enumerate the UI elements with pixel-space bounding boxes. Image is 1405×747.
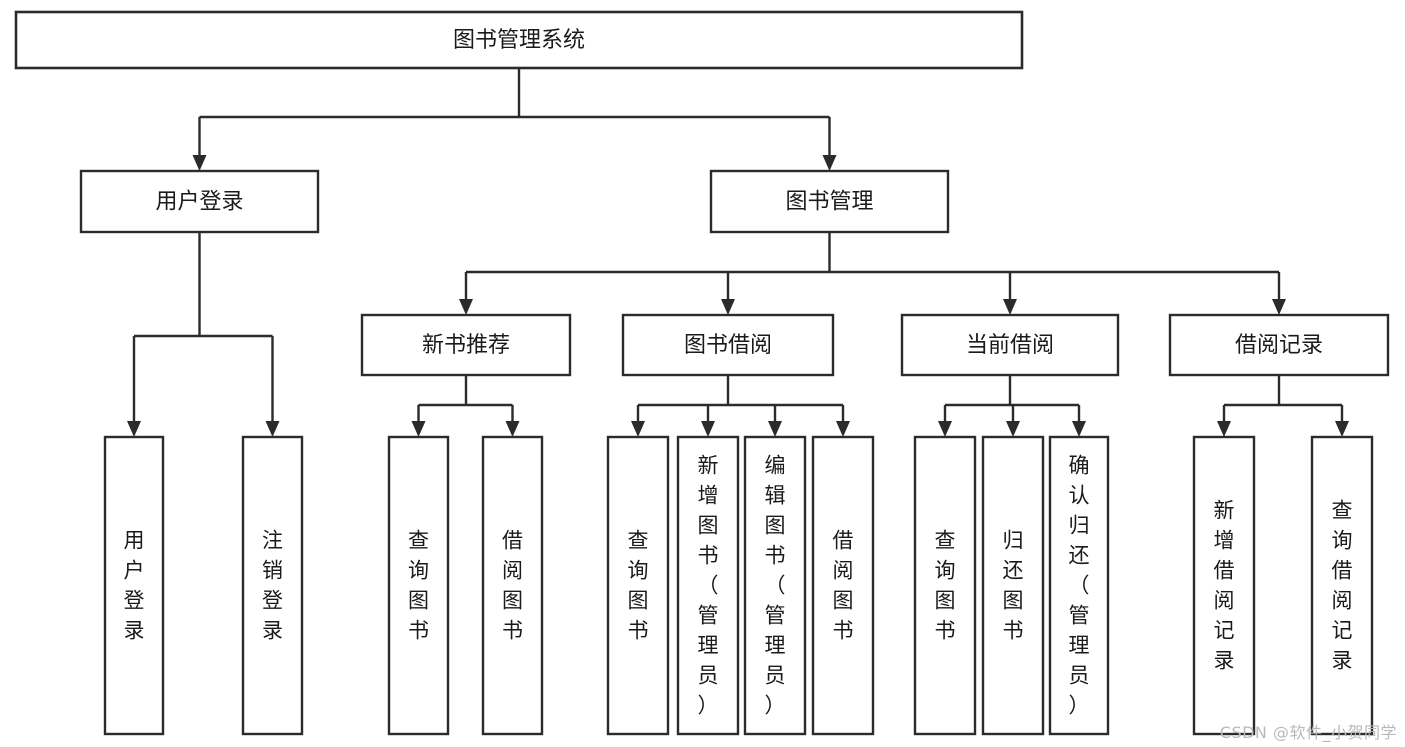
node-box — [676, 435, 740, 736]
node-box — [481, 435, 544, 736]
node-label: 借阅记录 — [1235, 333, 1323, 358]
arrow-head-icon — [721, 299, 735, 315]
node-box — [981, 435, 1045, 736]
node-label: 图书借阅 — [684, 333, 772, 358]
node-label: 查询借阅记录 — [1332, 499, 1353, 673]
node-box — [387, 435, 450, 736]
node-label: 用户登录 — [155, 190, 243, 215]
node-确认归还管理员[interactable]: 确认归还（管理员） — [1048, 435, 1110, 736]
connectors-layer — [127, 68, 1349, 437]
arrow-head-icon — [265, 421, 280, 437]
node-label: 编辑图书（管理员） — [765, 454, 786, 718]
node-用户登录[interactable]: 用户登录 — [79, 169, 320, 234]
node-box — [1168, 313, 1390, 377]
node-label: 借阅图书 — [833, 529, 854, 643]
node-box — [900, 313, 1120, 377]
node-box — [1310, 435, 1374, 736]
arrow-head-icon — [631, 421, 645, 437]
node-box — [14, 10, 1024, 70]
node-label: 确认归还（管理员） — [1069, 454, 1090, 718]
arrow-head-icon — [822, 155, 837, 171]
node-编辑图书管理员[interactable]: 编辑图书（管理员） — [743, 435, 807, 736]
node-label: 归还图书 — [1003, 529, 1024, 643]
arrow-head-icon — [1003, 299, 1017, 315]
node-label: 新增图书（管理员） — [698, 454, 719, 718]
node-借阅图书[interactable]: 借阅图书 — [811, 435, 875, 736]
node-box — [1048, 435, 1110, 736]
node-box — [79, 169, 320, 234]
node-图书借阅[interactable]: 图书借阅 — [621, 313, 835, 377]
node-box — [1192, 435, 1256, 736]
node-label: 注销登录 — [262, 529, 283, 643]
node-label: 查询图书 — [408, 529, 429, 643]
csdn-watermark: CSDN @软件_小贺同学 — [1219, 723, 1397, 742]
node-label: 借阅图书 — [502, 529, 523, 643]
node-box — [241, 435, 304, 736]
arrow-head-icon — [1217, 421, 1231, 437]
node-box — [606, 435, 670, 736]
node-图书管理系统[interactable]: 图书管理系统 — [14, 10, 1024, 70]
node-box — [360, 313, 572, 377]
node-label: 用户登录 — [124, 529, 145, 643]
node-box — [621, 313, 835, 377]
node-label: 新增借阅记录 — [1214, 499, 1235, 673]
node-label: 新书推荐 — [422, 333, 510, 358]
node-借阅图书[interactable]: 借阅图书 — [481, 435, 544, 736]
arrow-head-icon — [127, 421, 141, 437]
node-label: 查询图书 — [935, 529, 956, 643]
node-当前借阅[interactable]: 当前借阅 — [900, 313, 1120, 377]
arrow-head-icon — [938, 421, 952, 437]
arrow-head-icon — [459, 299, 473, 315]
nodes-layer: 图书管理系统用户登录图书管理新书推荐图书借阅当前借阅借阅记录用户登录注销登录查询… — [14, 10, 1390, 736]
node-查询借阅记录[interactable]: 查询借阅记录 — [1310, 435, 1374, 736]
arrow-head-icon — [1006, 421, 1020, 437]
arrow-head-icon — [411, 421, 426, 437]
node-label: 图书管理 — [785, 190, 873, 215]
node-新增图书管理员[interactable]: 新增图书（管理员） — [676, 435, 740, 736]
arrow-head-icon — [768, 421, 782, 437]
node-借阅记录[interactable]: 借阅记录 — [1168, 313, 1390, 377]
node-box — [709, 169, 950, 234]
node-box — [913, 435, 977, 736]
arrow-head-icon — [1272, 299, 1286, 315]
node-box — [811, 435, 875, 736]
node-label: 图书管理系统 — [453, 28, 585, 53]
node-注销登录[interactable]: 注销登录 — [241, 435, 304, 736]
arrow-head-icon — [701, 421, 715, 437]
node-归还图书[interactable]: 归还图书 — [981, 435, 1045, 736]
arrow-head-icon — [1335, 421, 1349, 437]
node-查询图书[interactable]: 查询图书 — [606, 435, 670, 736]
node-label: 查询图书 — [628, 529, 649, 643]
arrow-head-icon — [192, 155, 207, 171]
node-用户登录[interactable]: 用户登录 — [103, 435, 165, 736]
node-查询图书[interactable]: 查询图书 — [387, 435, 450, 736]
node-新书推荐[interactable]: 新书推荐 — [360, 313, 572, 377]
node-查询图书[interactable]: 查询图书 — [913, 435, 977, 736]
arrow-head-icon — [836, 421, 850, 437]
node-box — [743, 435, 807, 736]
node-图书管理[interactable]: 图书管理 — [709, 169, 950, 234]
arrow-head-icon — [1072, 421, 1086, 437]
node-box — [103, 435, 165, 736]
node-label: 当前借阅 — [966, 333, 1054, 358]
arrow-head-icon — [505, 421, 520, 437]
node-新增借阅记录[interactable]: 新增借阅记录 — [1192, 435, 1256, 736]
